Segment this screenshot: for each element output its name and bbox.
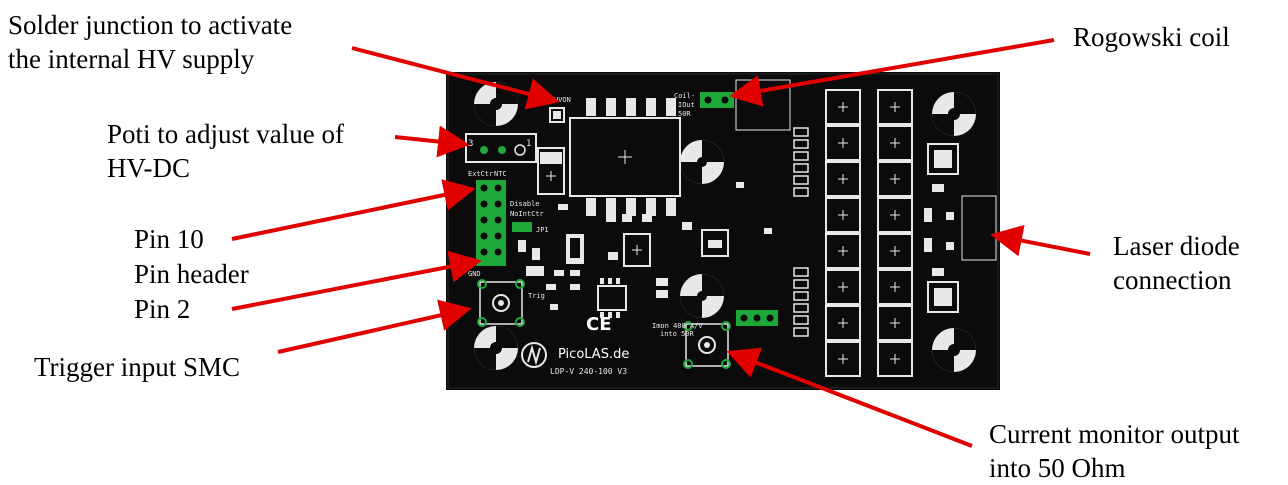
extctr-silk: ExtCtr xyxy=(468,170,493,178)
ohm-silk: 50R xyxy=(678,110,691,118)
mosfet-column-2 xyxy=(877,89,913,377)
hvon-silk: HVON xyxy=(554,96,571,104)
brand-name: PicoLAS.de xyxy=(558,347,629,362)
arrow-pin2 xyxy=(231,250,482,311)
arrow-solder-junction xyxy=(351,46,560,110)
mount-hole-top-left xyxy=(474,82,518,126)
regulator-middle xyxy=(566,233,651,267)
iout-silk: IOut xyxy=(678,101,695,109)
current-monitor-smc: Imon 400 A/V into 50R xyxy=(652,321,731,369)
laser-diode-label: Laser diode connection xyxy=(1113,229,1240,297)
pin10-label: Pin 10 xyxy=(134,224,204,254)
poti-pin3-silk: 3 xyxy=(468,139,473,149)
jp1-silk: JP1 xyxy=(536,226,549,234)
imon2-silk: into 50R xyxy=(660,330,695,338)
laser-diode-line1: Laser diode xyxy=(1113,231,1240,261)
laser-diode-pads xyxy=(924,143,997,313)
trigger-smc: Trig xyxy=(477,279,545,327)
arrow-pin10 xyxy=(231,179,476,241)
arrow-trigger xyxy=(277,299,472,354)
disable-silk: Disable xyxy=(510,200,540,208)
current-monitor-label: Current monitor output into 50 Ohm xyxy=(989,417,1239,485)
smd-components xyxy=(518,182,772,310)
branding: CE PicoLAS.de LDP-V 240-100 V3 xyxy=(521,314,629,376)
coil-silk: Coil- xyxy=(674,92,695,100)
arrow-laser-diode xyxy=(990,224,1091,257)
pcb-board: HVON 3 1 ExtCtr NTC Disa xyxy=(446,72,1000,390)
current-monitor-line2: into 50 Ohm xyxy=(989,453,1126,483)
arrow-rogowski xyxy=(729,38,1055,107)
ce-mark: CE xyxy=(586,314,612,335)
solder-junction-line1: Solder junction to activate xyxy=(8,10,293,40)
model-silk: LDP-V 240-100 V3 xyxy=(550,367,627,376)
capacitor-lower xyxy=(680,274,724,318)
capacitor-upper xyxy=(680,140,724,184)
three-pin-header xyxy=(736,310,778,326)
current-monitor-line1: Current monitor output xyxy=(989,419,1240,449)
resistor-column-lower xyxy=(793,267,809,337)
pin-header-label: Pin header xyxy=(134,259,249,289)
poti-line1: Poti to adjust value of xyxy=(107,119,344,149)
mount-hole-bottom-right xyxy=(932,328,976,372)
so8-ic xyxy=(597,278,627,318)
main-ic xyxy=(569,98,681,216)
nointctr-silk: NoIntCtr xyxy=(510,210,544,218)
arrow-current-monitor xyxy=(726,347,973,448)
poti-pin1-silk: 1 xyxy=(526,139,531,149)
rogowski-label: Rogowski coil xyxy=(1073,22,1230,52)
arrow-poti xyxy=(394,125,470,158)
solder-junction-line2: the internal HV supply xyxy=(8,44,255,74)
resistor-column-upper xyxy=(793,127,809,197)
mount-hole-bottom-left xyxy=(474,326,518,370)
poti-label: Poti to adjust value of HV-DC xyxy=(107,117,344,185)
solder-junction-label: Solder junction to activate the internal… xyxy=(8,8,292,76)
poti-line2: HV-DC xyxy=(107,153,191,183)
laser-diode-line2: connection xyxy=(1113,265,1232,295)
mount-hole-top-right xyxy=(932,92,976,136)
trig-silk: Trig xyxy=(528,292,545,300)
mosfet-column-1 xyxy=(825,89,861,377)
mosfet-crosses xyxy=(838,102,900,364)
trigger-label: Trigger input SMC xyxy=(34,352,241,382)
rogowski-pads: Coil- IOut 50R xyxy=(674,79,791,131)
pcb-drawing: HVON 3 1 ExtCtr NTC Disa xyxy=(447,73,999,389)
regulator-left xyxy=(537,147,565,195)
imon-silk: Imon 400 A/V xyxy=(652,322,703,330)
ntc-silk: NTC xyxy=(494,170,507,178)
pin2-label: Pin 2 xyxy=(134,294,191,324)
